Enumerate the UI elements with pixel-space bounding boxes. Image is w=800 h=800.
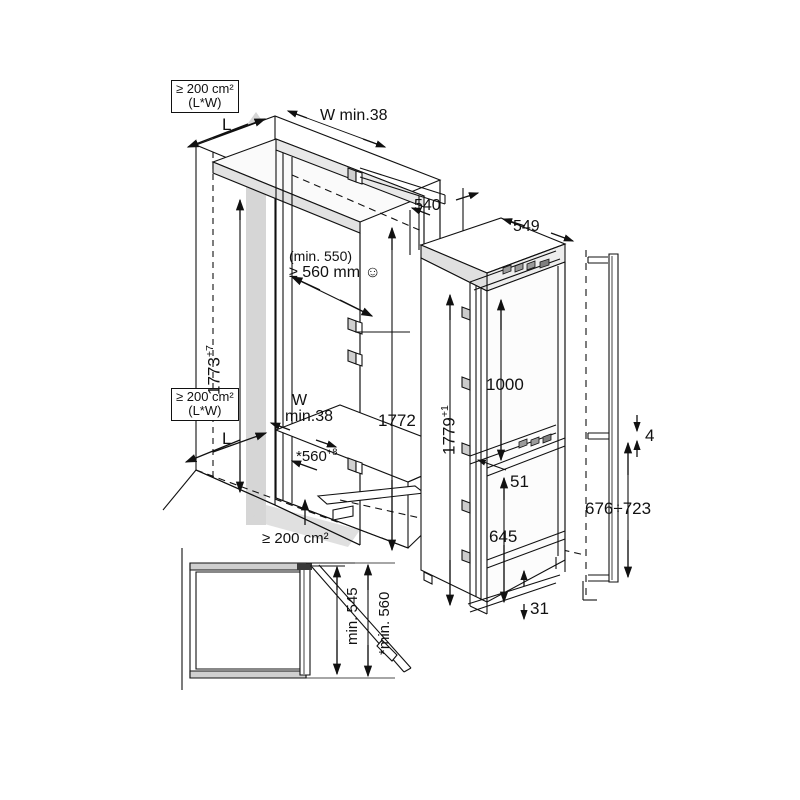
- label-vent-base: ≥ 200 cm²: [262, 530, 329, 547]
- dimension-51: [476, 459, 507, 471]
- label-w-bottom: W: [292, 392, 308, 409]
- label-plan-min-560: *min. 560: [376, 591, 393, 655]
- height-1773-tolerance: +7: [204, 345, 216, 358]
- vent-top-formula: (L*W): [188, 95, 222, 111]
- label-depth-min-550: (min. 550): [289, 248, 353, 264]
- label-min-38-bottom: min.38: [285, 408, 334, 425]
- width-560-value: *560: [296, 448, 327, 465]
- label-L-top: L: [222, 115, 232, 134]
- hinge-icon: [347, 167, 363, 475]
- dimension-549: [501, 218, 575, 242]
- dimension-L-bottom: [184, 432, 268, 463]
- dimension-W-bottom: [269, 422, 338, 448]
- label-fridge-1000: 1000: [486, 375, 524, 394]
- dimension-1772: [355, 226, 410, 552]
- label-freezer-645: 645: [489, 527, 518, 546]
- appliance-hinge-icon: [461, 306, 471, 564]
- label-width-560: *560+8: [296, 447, 337, 465]
- appliance-isometric-view: [409, 180, 575, 621]
- label-panel-4: 4: [645, 426, 655, 445]
- label-plinth-31: 31: [530, 599, 549, 618]
- label-w-min-38-top: W min.38: [320, 107, 388, 124]
- vent-bottom-formula: (L*W): [188, 403, 222, 419]
- plan-view: [181, 548, 412, 690]
- label-gap-51: 51: [510, 472, 529, 491]
- height-1773-value: 1773: [204, 357, 224, 395]
- label-depth-549: 549: [513, 218, 540, 235]
- height-1779-value: 1779: [439, 417, 459, 455]
- label-vent-top: ≥ 200 cm² (L*W): [171, 80, 239, 114]
- door-panel-section-view: [582, 250, 641, 601]
- dimension-1773: [235, 198, 245, 494]
- airflow-arrow-icon: [236, 112, 360, 547]
- label-plan-min-545: min. 545: [344, 587, 361, 645]
- dimension-540: [410, 192, 480, 216]
- label-height-1779: 1779+1: [439, 405, 459, 455]
- label-height-1773: 1773+7: [204, 345, 224, 395]
- dimension-L-top: [186, 118, 267, 148]
- label-panel-676-723: 676÷723: [585, 499, 652, 518]
- label-height-1772: 1772: [378, 411, 416, 430]
- width-560-tolerance: +8: [326, 447, 338, 457]
- label-depth-560-mm: ≥ 560 mm ☺: [289, 264, 381, 281]
- dimension-W-top: [286, 110, 387, 148]
- height-1779-tolerance: +1: [439, 405, 451, 418]
- label-depth-540: 540: [414, 197, 441, 214]
- vent-top-area: ≥ 200 cm²: [176, 81, 234, 96]
- label-L-bottom: L: [222, 429, 232, 448]
- dimension-560-depth: [290, 276, 374, 317]
- label-vent-bottom: ≥ 200 cm² (L*W): [171, 388, 239, 422]
- vent-bottom-area: ≥ 200 cm²: [176, 389, 234, 404]
